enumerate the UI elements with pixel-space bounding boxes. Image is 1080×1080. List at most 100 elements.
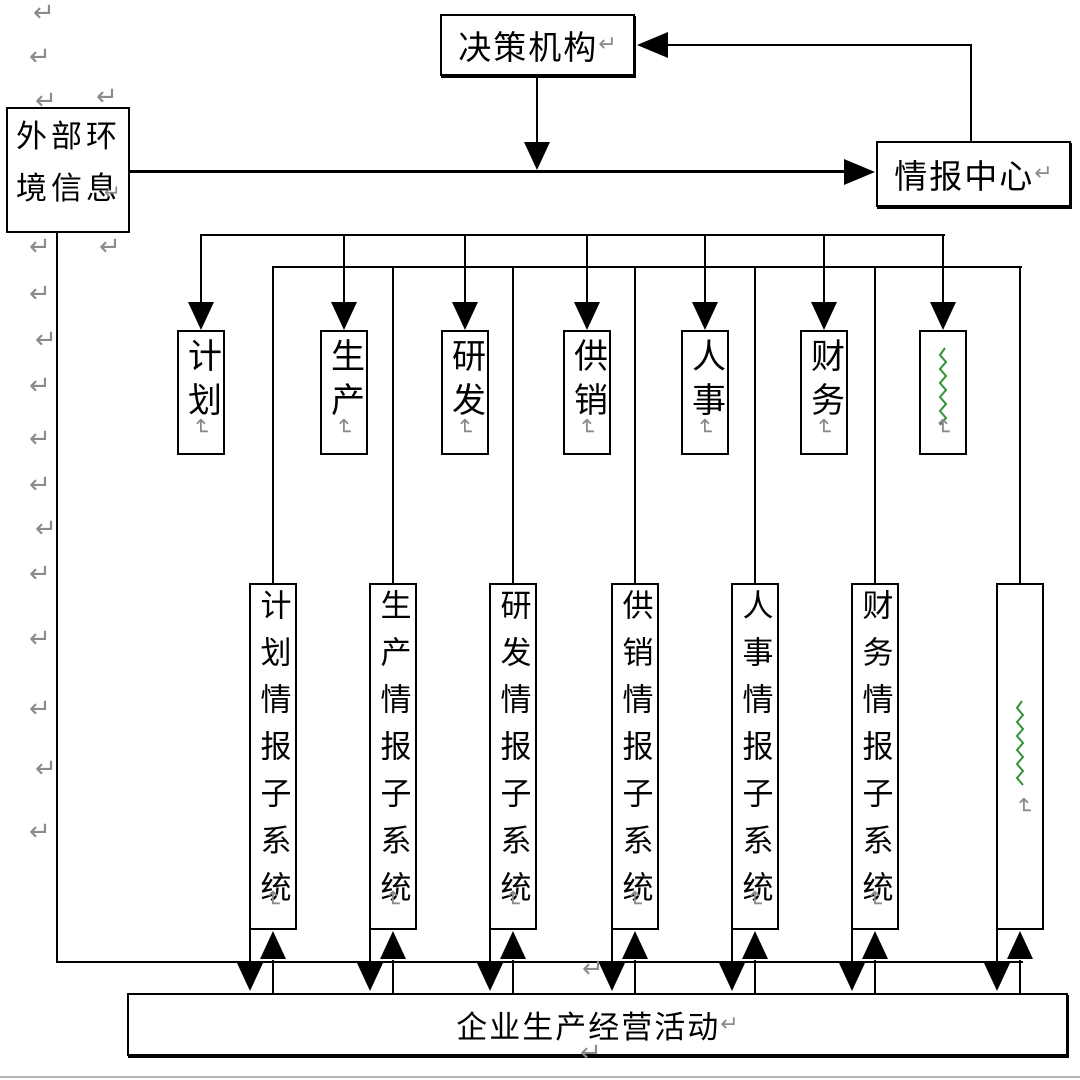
intel-to-decision-hline: [666, 44, 972, 46]
return-mark-icon: ↵: [1034, 161, 1053, 186]
dept-label: 计划: [182, 338, 220, 426]
return-mark-icon: ↵: [35, 325, 57, 355]
return-mark-icon: ↵: [29, 624, 51, 654]
activity-up-line: [512, 960, 514, 993]
return-mark-icon: ↵: [29, 470, 51, 500]
bus-to-subsystem-line: [634, 266, 636, 584]
bus-to-subsystem-line: [1019, 266, 1021, 584]
dept-label: 生产: [325, 338, 363, 426]
subsystem-box: [996, 583, 1044, 930]
intel-center-label: 情报中心: [894, 160, 1035, 196]
activity-up-line: [634, 960, 636, 993]
arrow-up-icon: [380, 931, 406, 959]
arrow-down-icon: [331, 302, 357, 330]
arrow-down-icon: [930, 302, 956, 330]
arrow-down-icon: [237, 963, 263, 991]
env-down-line: [56, 232, 58, 963]
subsystem-down-line: [611, 929, 613, 965]
bus-drop-line: [464, 234, 466, 304]
arrow-down-icon: [719, 963, 745, 991]
subsystem-down-line: [249, 929, 251, 965]
env-to-intel-line: [130, 170, 844, 173]
return-mark-icon: ↵: [29, 424, 51, 454]
decision-body-box: 决策机构 ↵: [440, 14, 635, 76]
subsystem-box: 生产情报子系统: [369, 583, 417, 930]
text-end-mark-icon: ↵: [260, 889, 286, 909]
return-mark-icon: ↵: [580, 1038, 602, 1068]
text-end-mark-icon: ↵: [574, 417, 600, 437]
bus-to-subsystem-line: [874, 266, 876, 584]
bus-to-subsystem-line: [392, 266, 394, 584]
subsystem-box: 计划情报子系统: [249, 583, 297, 930]
dept-label: 供销: [568, 338, 606, 426]
subsystem-box: 供销情报子系统: [611, 583, 659, 930]
subsystem-down-line: [731, 929, 733, 965]
subsystem-down-line: [489, 929, 491, 965]
bus-to-subsystem-line: [754, 266, 756, 584]
return-mark-icon: ↵: [29, 817, 51, 847]
lower-bus-line: [272, 266, 1022, 268]
dept-box: 人事: [681, 330, 729, 455]
text-end-mark-icon: ↵: [188, 417, 214, 437]
dept-label: 研发: [446, 338, 484, 426]
arrow-up-icon: [260, 931, 286, 959]
intel-to-decision-vline: [970, 45, 972, 141]
arrow-down-icon: [452, 302, 478, 330]
page-edge-line: [0, 1076, 1080, 1078]
text-end-mark-icon: ↵: [811, 417, 837, 437]
return-mark-icon: ↵: [29, 371, 51, 401]
squiggle-placeholder-icon: [937, 347, 949, 431]
arrow-right-icon: [844, 159, 875, 185]
return-mark-icon: ↵: [29, 42, 51, 72]
subsystem-label: 供销情报子系统: [617, 589, 653, 918]
bus-drop-line: [343, 234, 345, 304]
activity-up-line: [272, 960, 274, 993]
arrow-down-icon: [692, 302, 718, 330]
arrow-down-icon: [599, 963, 625, 991]
arrow-left-icon: [637, 32, 668, 58]
squiggle-placeholder-icon: [1014, 700, 1026, 792]
activity-up-line: [754, 960, 756, 993]
dept-box: 计划: [177, 330, 225, 455]
subsystem-label: 生产情报子系统: [375, 589, 411, 918]
activity-up-line: [392, 960, 394, 993]
return-mark-icon: ↵: [35, 754, 57, 784]
arrow-up-icon: [500, 931, 526, 959]
return-mark-icon: ↵: [29, 694, 51, 724]
text-end-mark-icon: ↵: [930, 417, 956, 437]
subsystem-box: 研发情报子系统: [489, 583, 537, 930]
bottom-feedback-line: [56, 961, 1023, 963]
return-mark-icon: ↵: [720, 1011, 739, 1037]
arrow-up-icon: [742, 931, 768, 959]
bus-to-subsystem-line: [272, 266, 274, 584]
return-mark-icon: ↵: [29, 279, 51, 309]
arrow-up-icon: [862, 931, 888, 959]
subsystem-label: 财务情报子系统: [857, 589, 893, 918]
external-env-box: 外部环境信息: [6, 107, 130, 233]
bus-drop-line: [823, 234, 825, 304]
bus-to-subsystem-line: [512, 266, 514, 584]
subsystem-label: 人事情报子系统: [737, 589, 773, 918]
external-env-label: 外部环境信息: [16, 119, 121, 206]
decision-down-line: [536, 76, 538, 142]
subsystem-down-line: [996, 929, 998, 965]
bus-drop-line: [942, 234, 944, 304]
return-mark-icon: ↵: [35, 86, 57, 116]
return-mark-icon: ↵: [104, 180, 121, 204]
arrow-up-icon: [622, 931, 648, 959]
subsystem-box: 人事情报子系统: [731, 583, 779, 930]
text-end-mark-icon: ↵: [452, 417, 478, 437]
arrow-down-icon: [984, 963, 1010, 991]
return-mark-icon: ↵: [29, 559, 51, 589]
return-mark-icon: ↵: [29, 232, 51, 262]
bus-drop-line: [586, 234, 588, 304]
activity-up-line: [874, 960, 876, 993]
arrow-down-icon: [811, 302, 837, 330]
arrow-down-icon: [357, 963, 383, 991]
bus-drop-line: [704, 234, 706, 304]
arrow-down-icon: [477, 963, 503, 991]
return-mark-icon: ↵: [96, 82, 118, 112]
bus-drop-line: [200, 234, 202, 304]
arrow-down-icon: [839, 963, 865, 991]
